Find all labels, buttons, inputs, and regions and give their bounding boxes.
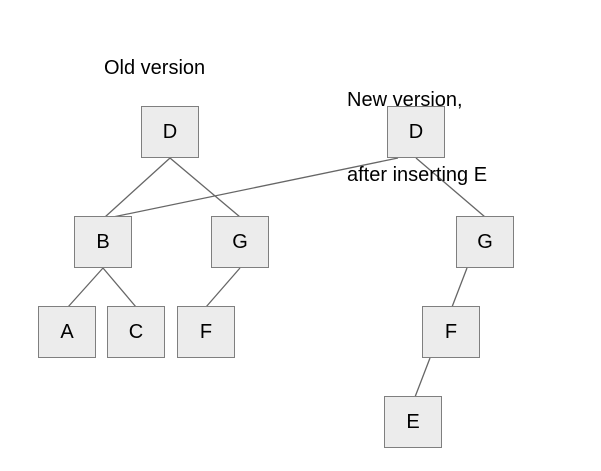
tree-node-label: C	[128, 321, 144, 343]
new-version-title: New version, after inserting E	[347, 38, 487, 238]
old-version-title: Old version	[104, 57, 206, 79]
tree-node-label: G	[477, 231, 493, 253]
edge-new-d-to-new-g	[415, 157, 486, 218]
edge-new-f-to-new-e	[414, 357, 431, 398]
edge-old-b-to-old-a	[67, 267, 104, 308]
tree-node-label: D	[162, 121, 178, 143]
edge-old-b-to-old-c	[102, 267, 137, 308]
tree-node-new-e[interactable]: E	[384, 396, 442, 448]
tree-node-new-d[interactable]: D	[387, 106, 445, 158]
edge-old-d-to-old-b	[104, 157, 171, 218]
tree-node-new-g[interactable]: G	[456, 216, 514, 268]
tree-node-label: A	[60, 321, 74, 343]
tree-node-label: G	[232, 231, 248, 253]
tree-node-old-d[interactable]: D	[141, 106, 199, 158]
tree-node-old-g[interactable]: G	[211, 216, 269, 268]
edge-old-g-to-old-f	[205, 267, 241, 308]
tree-node-label: D	[408, 121, 424, 143]
tree-node-old-c[interactable]: C	[107, 306, 165, 358]
tree-node-label: E	[406, 411, 420, 433]
tree-node-old-b[interactable]: B	[74, 216, 132, 268]
tree-node-new-f[interactable]: F	[422, 306, 480, 358]
tree-node-old-f[interactable]: F	[177, 306, 235, 358]
new-version-title-line-2: after inserting E	[347, 164, 488, 186]
tree-node-label: F	[199, 321, 213, 343]
edge-old-d-to-old-g	[169, 157, 241, 218]
edge-new-d-to-old-b	[112, 157, 399, 218]
edge-new-g-to-new-f	[451, 267, 468, 308]
tree-node-label: F	[444, 321, 458, 343]
new-version-title-line-1: New version,	[347, 89, 463, 111]
tree-node-label: B	[96, 231, 110, 253]
tree-node-old-a[interactable]: A	[38, 306, 96, 358]
